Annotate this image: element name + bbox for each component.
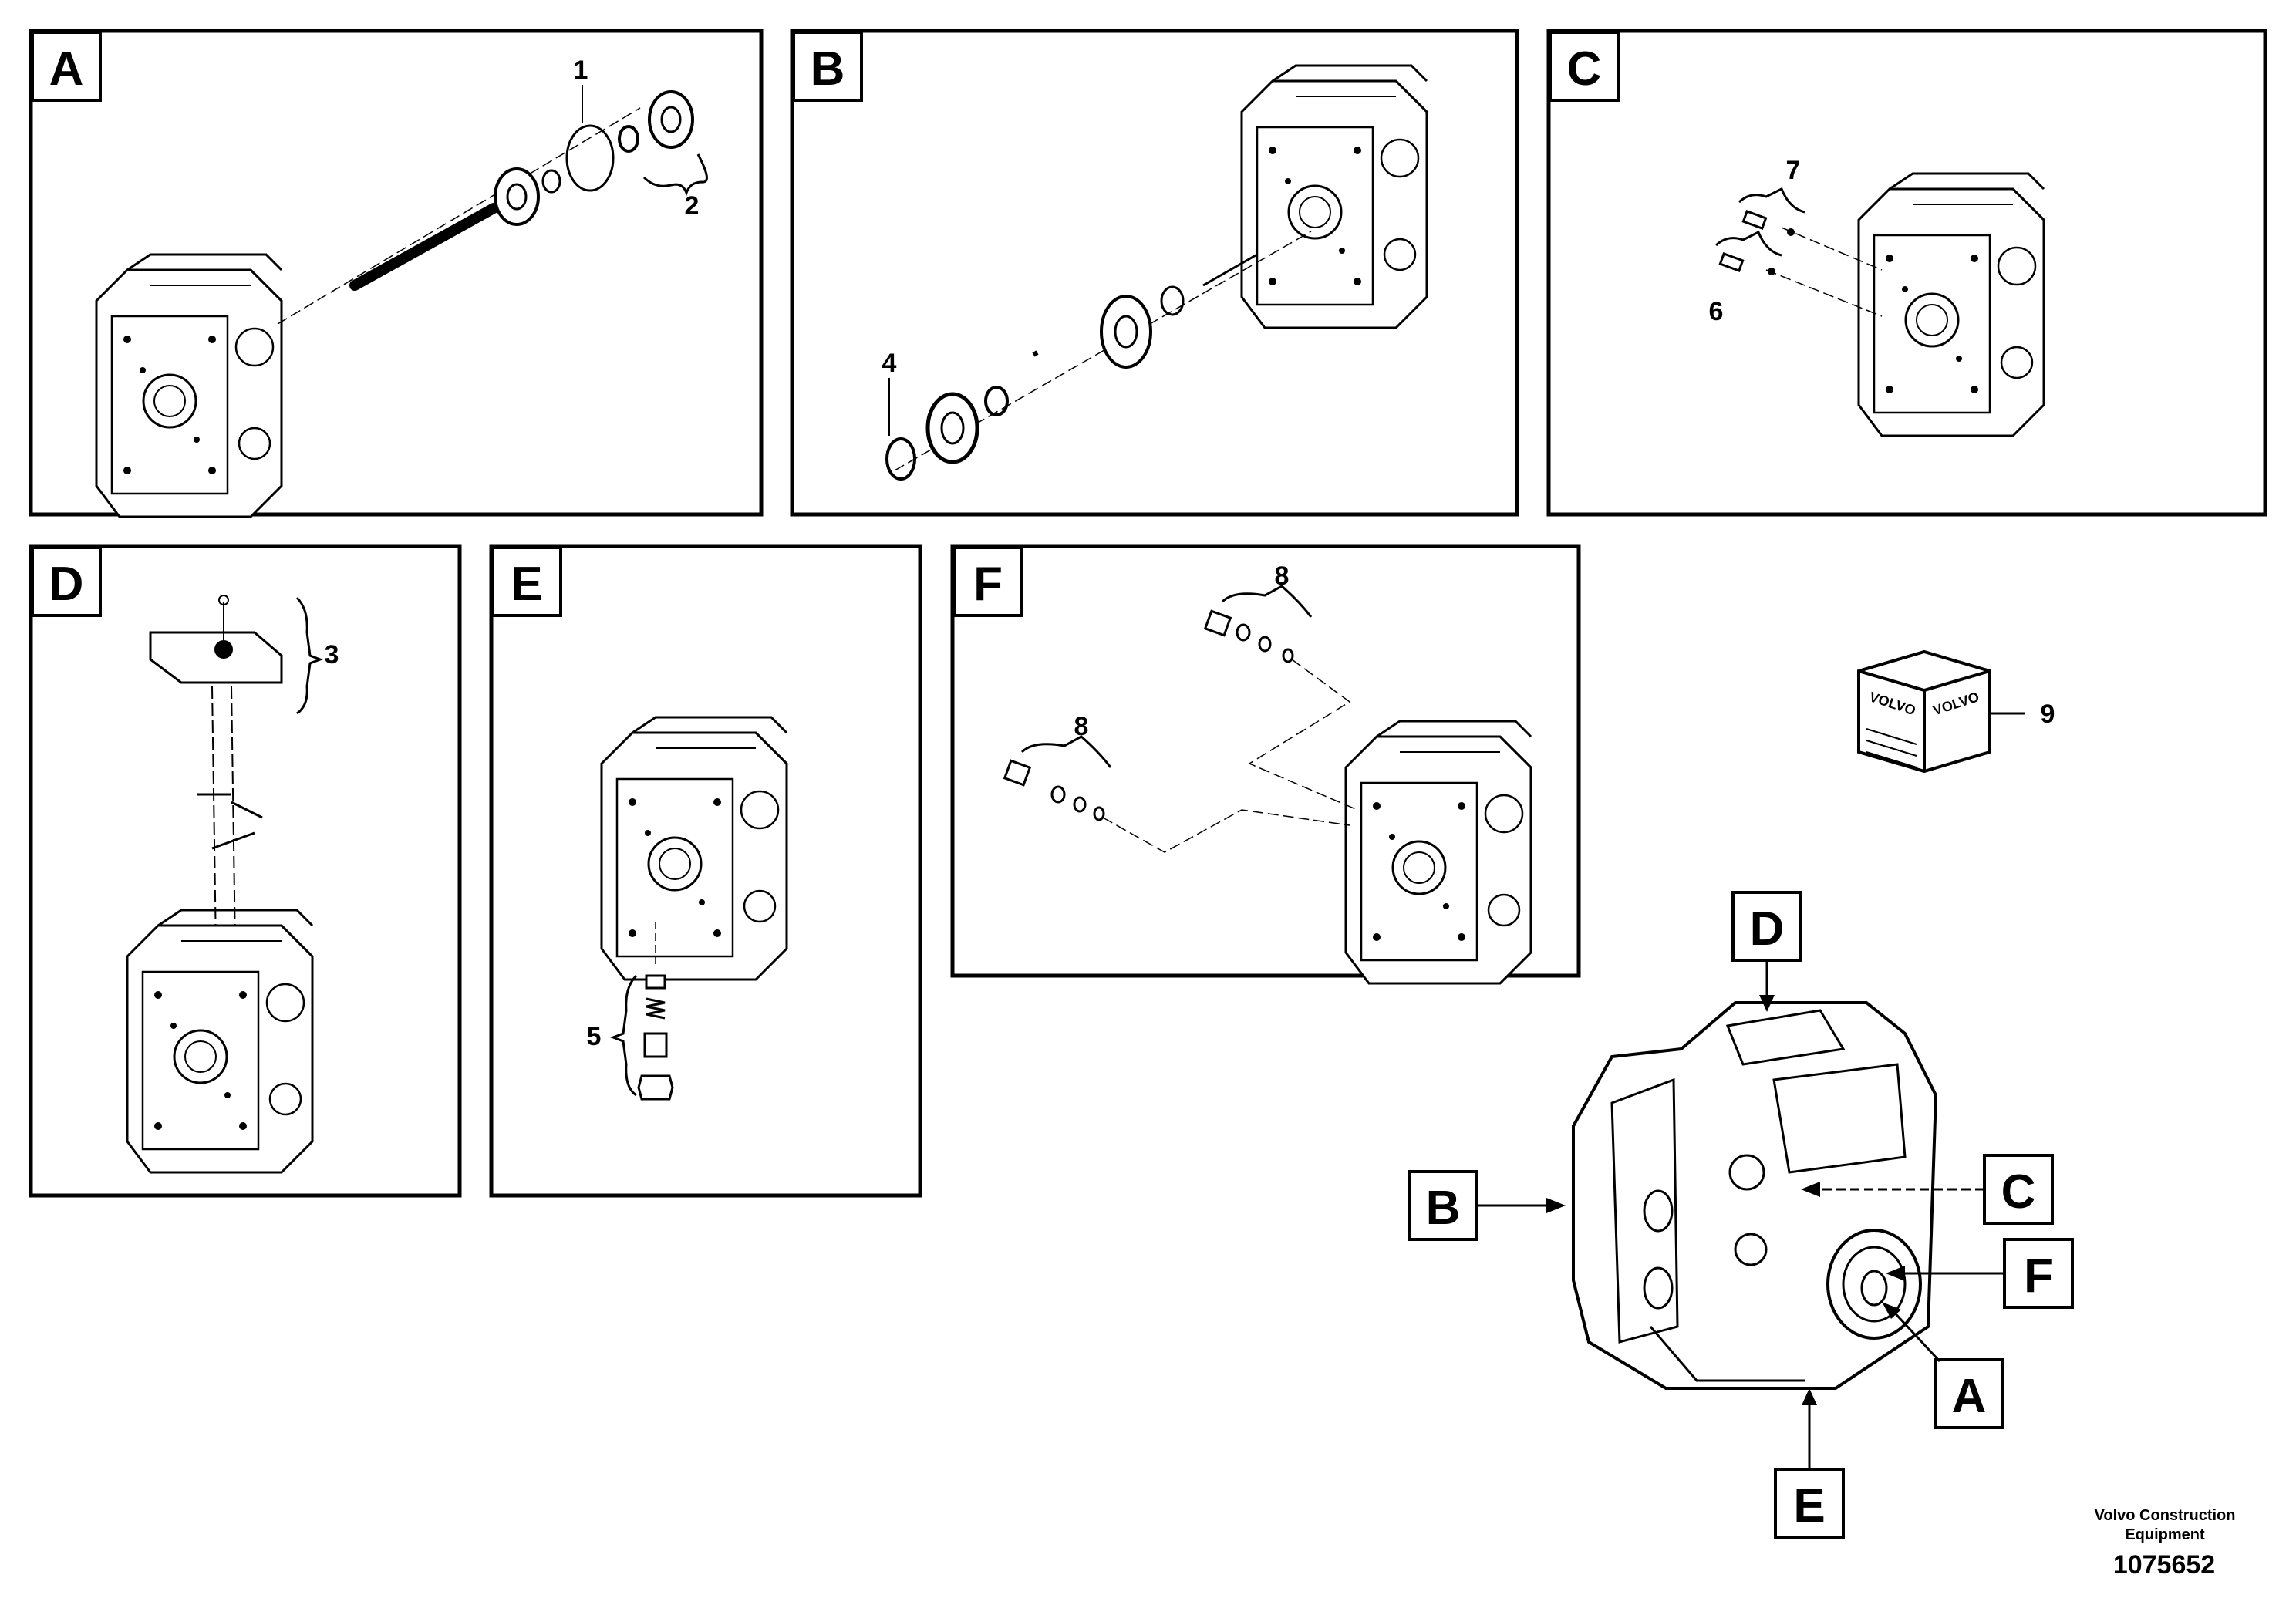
overview-pointer-c: C bbox=[1801, 1154, 2054, 1225]
panel-c: C 7 6 bbox=[1546, 29, 2267, 517]
callout-4: 4 bbox=[882, 349, 897, 378]
overview-pointer-d: D bbox=[1731, 891, 1802, 1012]
pump-housing bbox=[600, 716, 788, 981]
callout-1: 1 bbox=[574, 56, 588, 85]
panel-label-c: C bbox=[1567, 42, 1602, 96]
overview-pointer-e: E bbox=[1774, 1388, 1845, 1539]
pump-housing bbox=[1240, 64, 1428, 329]
overview-pointer-b: B bbox=[1408, 1170, 1566, 1241]
panel-f: F 8 8 bbox=[950, 544, 1581, 985]
svg-text:A: A bbox=[1952, 1370, 1987, 1423]
overview-pointer-a: A bbox=[1882, 1302, 2004, 1429]
footer-line2: Equipment bbox=[2125, 1526, 2205, 1543]
footer-line1: Volvo Construction bbox=[2095, 1507, 2236, 1524]
callout-9: 9 bbox=[2041, 700, 2055, 729]
overview-pointer-f: F bbox=[1886, 1238, 2074, 1309]
panel-e: E 5 bbox=[489, 544, 922, 1198]
pump-housing bbox=[1857, 172, 2045, 437]
panel-label-b: B bbox=[811, 42, 845, 96]
pump-overview bbox=[1572, 1001, 1938, 1390]
svg-text:F: F bbox=[2024, 1249, 2053, 1303]
callout-5: 5 bbox=[587, 1022, 602, 1051]
reference-number: 1075652 bbox=[2113, 1550, 2215, 1580]
svg-text:C: C bbox=[2001, 1165, 2036, 1219]
footer: Volvo Construction Equipment 1075652 bbox=[2095, 1507, 2236, 1580]
panel-label-e: E bbox=[511, 558, 542, 611]
panel-b: B 4 bbox=[790, 29, 1519, 517]
callout-2: 2 bbox=[685, 191, 700, 221]
panel-a: A 1 2 bbox=[29, 29, 764, 518]
pump-housing bbox=[1344, 720, 1532, 985]
panel-d: D 3 bbox=[29, 544, 462, 1198]
panel-label-a: A bbox=[49, 42, 84, 96]
svg-text:D: D bbox=[1750, 902, 1785, 956]
callout-8-lower: 8 bbox=[1074, 712, 1089, 741]
pump-housing bbox=[95, 253, 283, 518]
callout-8-upper: 8 bbox=[1275, 561, 1290, 591]
callout-3: 3 bbox=[325, 640, 339, 669]
panel-label-f: F bbox=[973, 558, 1003, 611]
callout-7: 7 bbox=[1786, 156, 1801, 185]
svg-text:B: B bbox=[1426, 1182, 1461, 1235]
pump-housing bbox=[126, 909, 314, 1174]
volvo-kit-box: VOLVO VOLVO 9 bbox=[1857, 649, 2055, 774]
panel-label-d: D bbox=[49, 558, 84, 611]
svg-text:E: E bbox=[1793, 1479, 1825, 1533]
callout-6: 6 bbox=[1709, 297, 1724, 326]
